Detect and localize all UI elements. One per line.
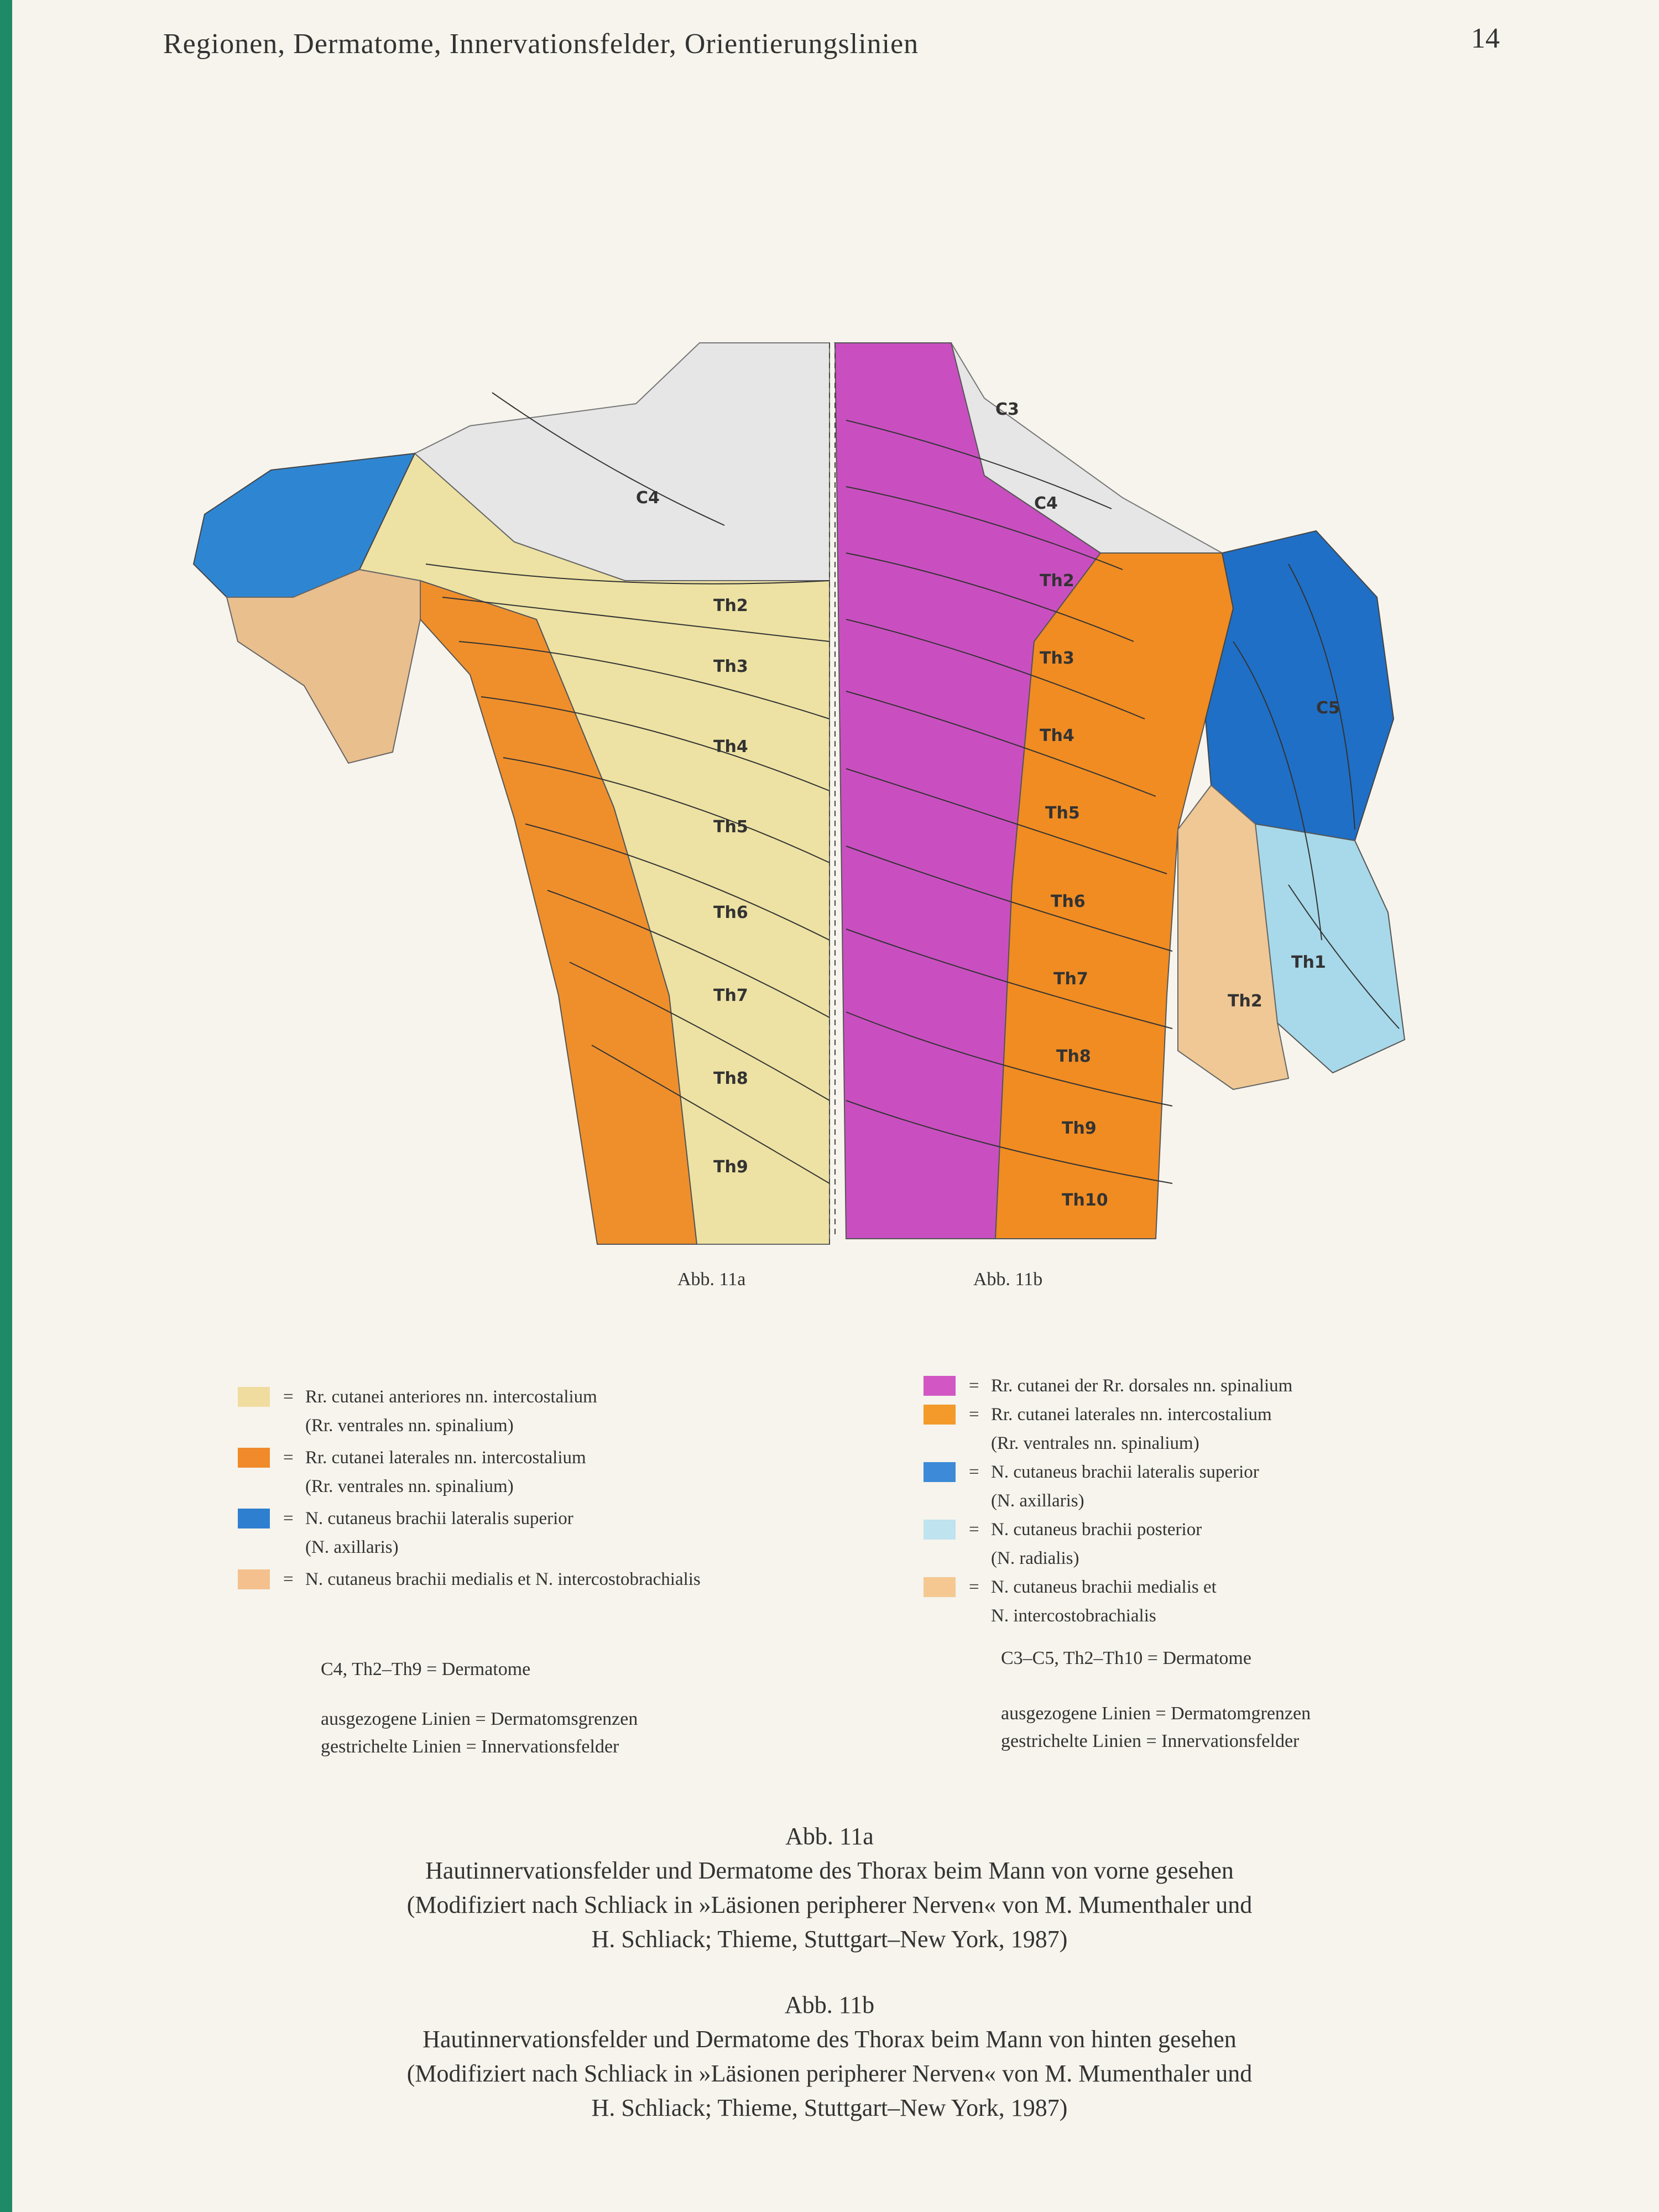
- page-number: 14: [1471, 23, 1500, 54]
- book-edge: [0, 0, 12, 2212]
- legend-back-item: = N. cutaneus brachii medialis et N. int…: [924, 1573, 1477, 1630]
- front-lateral-region: [420, 580, 698, 1245]
- legend-front-item: = N. cutaneus brachii lateralis superior…: [238, 1504, 929, 1562]
- caption-11b-title: Abb. 11b: [784, 1991, 875, 2018]
- back-label-th4: Th4: [1040, 726, 1074, 745]
- front-label-th6: Th6: [713, 903, 748, 922]
- back-label-th10: Th10: [1062, 1191, 1108, 1210]
- legend-front-swatch: [238, 1387, 270, 1407]
- legend-front-swatch: [238, 1569, 270, 1589]
- back-label-c5: C5: [1316, 698, 1340, 718]
- caption-11b-line1: Hautinnervationsfelder und Dermatome des…: [422, 2026, 1237, 2053]
- legend-back-swatch: [924, 1520, 956, 1540]
- caption-11b-line2: (Modifiziert nach Schliack in »Läsionen …: [406, 2060, 1253, 2087]
- caption-11a-line2: (Modifiziert nach Schliack in »Läsionen …: [406, 1891, 1253, 1918]
- front-label-th8: Th8: [713, 1069, 748, 1088]
- back-label-th5: Th5: [1045, 804, 1080, 823]
- legend-back: = Rr. cutanei der Rr. dorsales nn. spina…: [924, 1371, 1477, 1630]
- back-axillaris-region: [1204, 530, 1395, 842]
- caption-11a-line3: H. Schliack; Thieme, Stuttgart–New York,…: [591, 1926, 1068, 1953]
- legend-front-item: = Rr. cutanei anteriores nn. intercostal…: [238, 1383, 929, 1440]
- front-label-th7: Th7: [713, 986, 748, 1005]
- back-label-th3: Th3: [1040, 649, 1074, 668]
- caption-11b-line3: H. Schliack; Thieme, Stuttgart–New York,…: [591, 2094, 1068, 2121]
- legend-front-swatch: [238, 1448, 270, 1468]
- back-label-th6: Th6: [1051, 892, 1086, 911]
- front-dermatome-note: C4, Th2–Th9 = Dermatome: [321, 1659, 531, 1679]
- back-label-th9: Th9: [1062, 1119, 1097, 1138]
- back-dermatome-note: C3–C5, Th2–Th10 = Dermatome: [1001, 1648, 1251, 1668]
- legend-back-swatch: [924, 1376, 956, 1396]
- front-medialis-region: [226, 568, 421, 764]
- front-dashed-lines-note: gestrichelte Linien = Innervationsfelder: [321, 1736, 619, 1757]
- back-label-th8: Th8: [1056, 1047, 1091, 1066]
- legend-back-text: Rr. cutanei der Rr. dorsales nn. spinali…: [991, 1376, 1293, 1396]
- front-view: C4 Th2 Th3 Th4 Th5 Th6 Th7 Th8 Th9: [192, 342, 830, 1245]
- front-label-c4: C4: [636, 488, 660, 508]
- legend-front-text: Rr. cutanei anteriores nn. intercostaliu…: [305, 1387, 597, 1436]
- front-label-th2: Th2: [713, 596, 748, 615]
- back-dashed-lines-note: gestrichelte Linien = Innervationsfelder: [1001, 1731, 1300, 1751]
- figure-label-11a: Abb. 11a: [677, 1269, 746, 1290]
- legend-back-item: = Rr. cutanei der Rr. dorsales nn. spina…: [924, 1371, 1477, 1400]
- legend-back-text: N. cutaneus brachii lateralis superior (…: [991, 1462, 1259, 1511]
- legend-back-item: = N. cutaneus brachii lateralis superior…: [924, 1458, 1477, 1515]
- legend-front: = Rr. cutanei anteriores nn. intercostal…: [238, 1383, 929, 1594]
- back-label-th2-arm: Th2: [1228, 992, 1262, 1011]
- back-label-th1: Th1: [1291, 953, 1326, 972]
- legend-front-item: = N. cutaneus brachii medialis et N. int…: [238, 1565, 929, 1594]
- caption-11a-line1: Hautinnervationsfelder und Dermatome des…: [425, 1857, 1234, 1884]
- back-view: C3 C4 Th2 Th3 Th4 Th5 Th6 Th7 Th8 Th9 Th…: [833, 342, 1406, 1239]
- caption-11a-title: Abb. 11a: [785, 1823, 874, 1850]
- caption-11b: Abb. 11b Hautinnervationsfelder und Derm…: [0, 1988, 1659, 2125]
- back-label-th7: Th7: [1053, 969, 1088, 989]
- legend-front-text: N. cutaneus brachii lateralis superior (…: [305, 1509, 573, 1557]
- legend-back-item: = N. cutaneus brachii posterior (N. radi…: [924, 1515, 1477, 1573]
- legend-back-text: N. cutaneus brachii posterior (N. radial…: [991, 1520, 1202, 1568]
- dermatome-illustration: C4 Th2 Th3 Th4 Th5 Th6 Th7 Th8 Th9: [192, 342, 1406, 1245]
- dermatome-figure: C4 Th2 Th3 Th4 Th5 Th6 Th7 Th8 Th9: [182, 332, 1427, 1261]
- front-label-th9: Th9: [713, 1157, 748, 1177]
- legend-front-swatch: [238, 1509, 270, 1528]
- legend-back-swatch: [924, 1462, 956, 1482]
- legend-front-item: = Rr. cutanei laterales nn. intercostali…: [238, 1443, 929, 1501]
- legend-back-swatch: [924, 1405, 956, 1425]
- legend-back-text: N. cutaneus brachii medialis et N. inter…: [991, 1577, 1217, 1626]
- legend-front-text: Rr. cutanei laterales nn. intercostalium…: [305, 1448, 586, 1496]
- page-header: Regionen, Dermatome, Innervationsfelder,…: [163, 28, 919, 60]
- back-label-c3: C3: [995, 400, 1019, 419]
- legend-front-text: N. cutaneus brachii medialis et N. inter…: [305, 1569, 701, 1589]
- legend-back-swatch: [924, 1577, 956, 1597]
- caption-11a: Abb. 11a Hautinnervationsfelder und Derm…: [0, 1819, 1659, 1957]
- front-label-th3: Th3: [713, 657, 748, 676]
- front-label-th5: Th5: [713, 817, 748, 837]
- back-solid-lines-note: ausgezogene Linien = Dermatomgrenzen: [1001, 1703, 1311, 1724]
- legend-back-text: Rr. cutanei laterales nn. intercostalium…: [991, 1405, 1272, 1453]
- legend-back-item: = Rr. cutanei laterales nn. intercostali…: [924, 1400, 1477, 1458]
- back-medialis-region: [1177, 784, 1290, 1091]
- figure-label-11b: Abb. 11b: [973, 1269, 1043, 1290]
- back-label-c4: C4: [1034, 494, 1058, 513]
- front-solid-lines-note: ausgezogene Linien = Dermatomsgrenzen: [321, 1709, 638, 1729]
- back-label-th2: Th2: [1040, 571, 1074, 591]
- front-label-th4: Th4: [713, 737, 748, 757]
